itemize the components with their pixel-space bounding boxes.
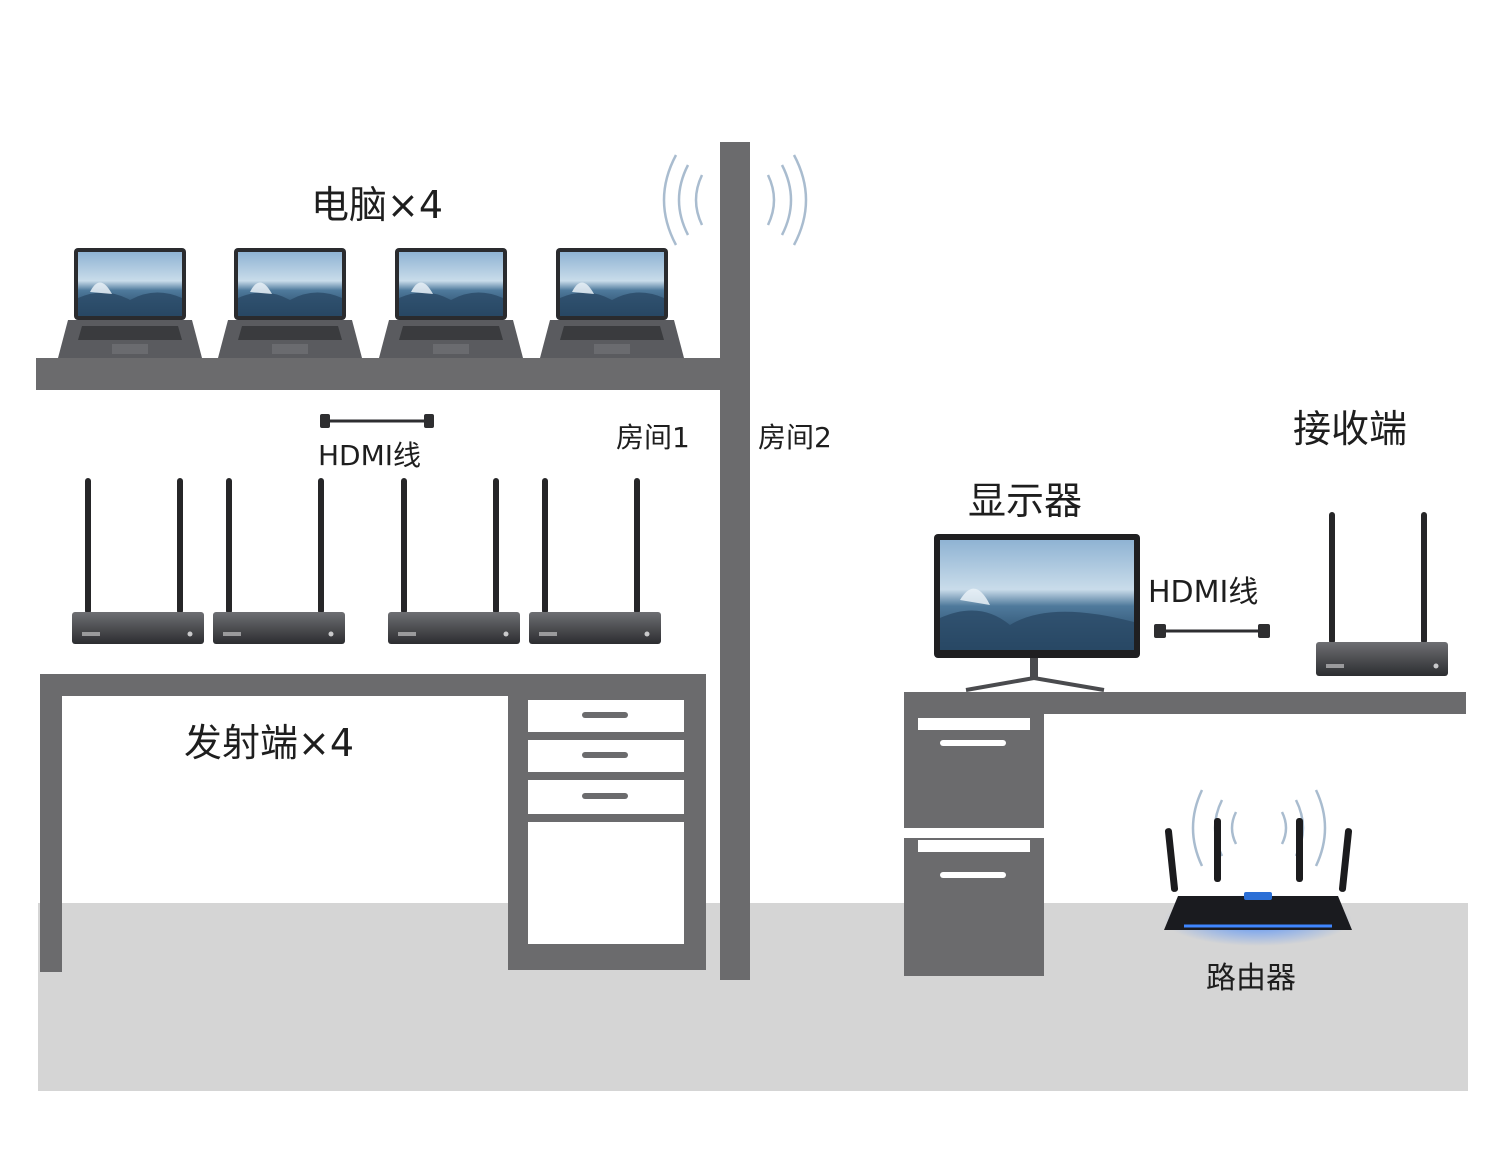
wall [720, 142, 750, 980]
laptop-icon [379, 248, 523, 358]
transmitters-label: 发射端×4 [184, 721, 355, 765]
hdmi-cable-label-left: HDMI线 [318, 439, 422, 472]
transmitter-icon [213, 478, 345, 644]
right-desk [904, 692, 1466, 976]
computers-label: 电脑×4 [311, 183, 444, 227]
transmitter-icon [72, 478, 204, 644]
laptop-icon [540, 248, 684, 358]
router-label: 路由器 [1206, 961, 1296, 996]
transmitter-icon [388, 478, 520, 644]
laptop-row [58, 248, 684, 358]
monitor-label: 显示器 [968, 479, 1083, 523]
top-shelf [36, 358, 722, 390]
laptop-icon [218, 248, 362, 358]
wall-wifi-signal-icon [662, 154, 808, 246]
receiver-icon [1316, 512, 1448, 676]
receiver-label: 接收端 [1293, 407, 1408, 451]
laptop-icon [58, 248, 202, 358]
router-icon [1164, 789, 1353, 946]
left-desk [40, 674, 706, 972]
hdmi-cable-icon-left [320, 414, 434, 428]
transmitter-icon [529, 478, 661, 644]
hdmi-cable-label-right: HDMI线 [1148, 575, 1259, 610]
transmitter-row [72, 478, 661, 644]
hdmi-cable-icon-right [1154, 624, 1270, 638]
room1-label: 房间1 [616, 421, 690, 454]
room2-label: 房间2 [758, 421, 832, 454]
monitor-icon [934, 534, 1140, 692]
floor-base [38, 975, 1468, 1091]
